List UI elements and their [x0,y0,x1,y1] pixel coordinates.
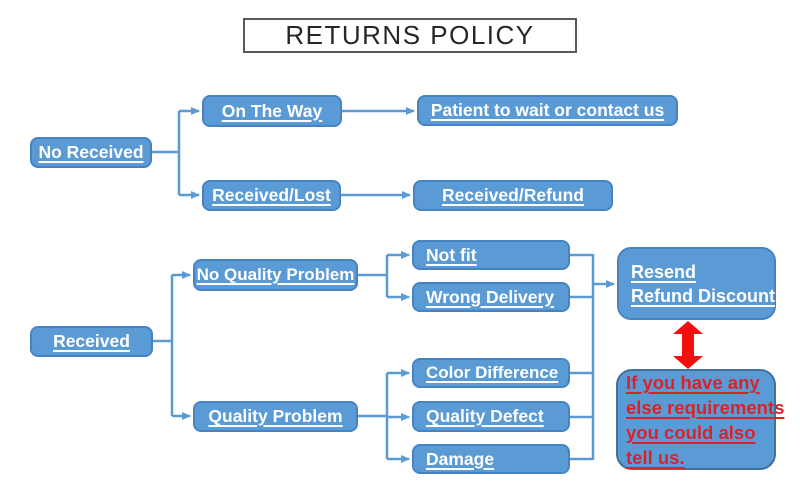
node-not-fit: Not fit [412,240,570,270]
node-quality-problem: Quality Problem [193,401,358,432]
node-received-lost: Received/Lost [202,180,341,211]
node-no-received: No Received [30,137,152,168]
node-quality-defect: Quality Defect [412,401,570,432]
node-received: Received [30,326,153,357]
note-line: else requirements [626,397,785,418]
outcome-line: Resend [631,261,697,282]
double-arrow-icon [673,321,703,369]
note-line: tell us. [626,447,685,468]
node-no-quality-problem: No Quality Problem [193,259,358,291]
note-line: If you have any [626,372,760,393]
node-color-difference: Color Difference [412,358,570,388]
page-title: RETURNS POLICY [243,18,577,53]
outcome-line: Refund Discount [631,285,775,306]
node-resend-refund-discount: Resend Refund Discount [617,247,776,320]
node-requirements-note: If you have any else requirements you co… [616,369,785,470]
node-wrong-delivery: Wrong Delivery [412,282,570,312]
node-received-refund: Received/Refund [413,180,613,211]
node-patient-to-wait: Patient to wait or contact us [417,95,678,126]
node-damage: Damage [412,444,570,474]
node-on-the-way: On The Way [202,95,342,127]
note-line: you could also [626,422,756,443]
